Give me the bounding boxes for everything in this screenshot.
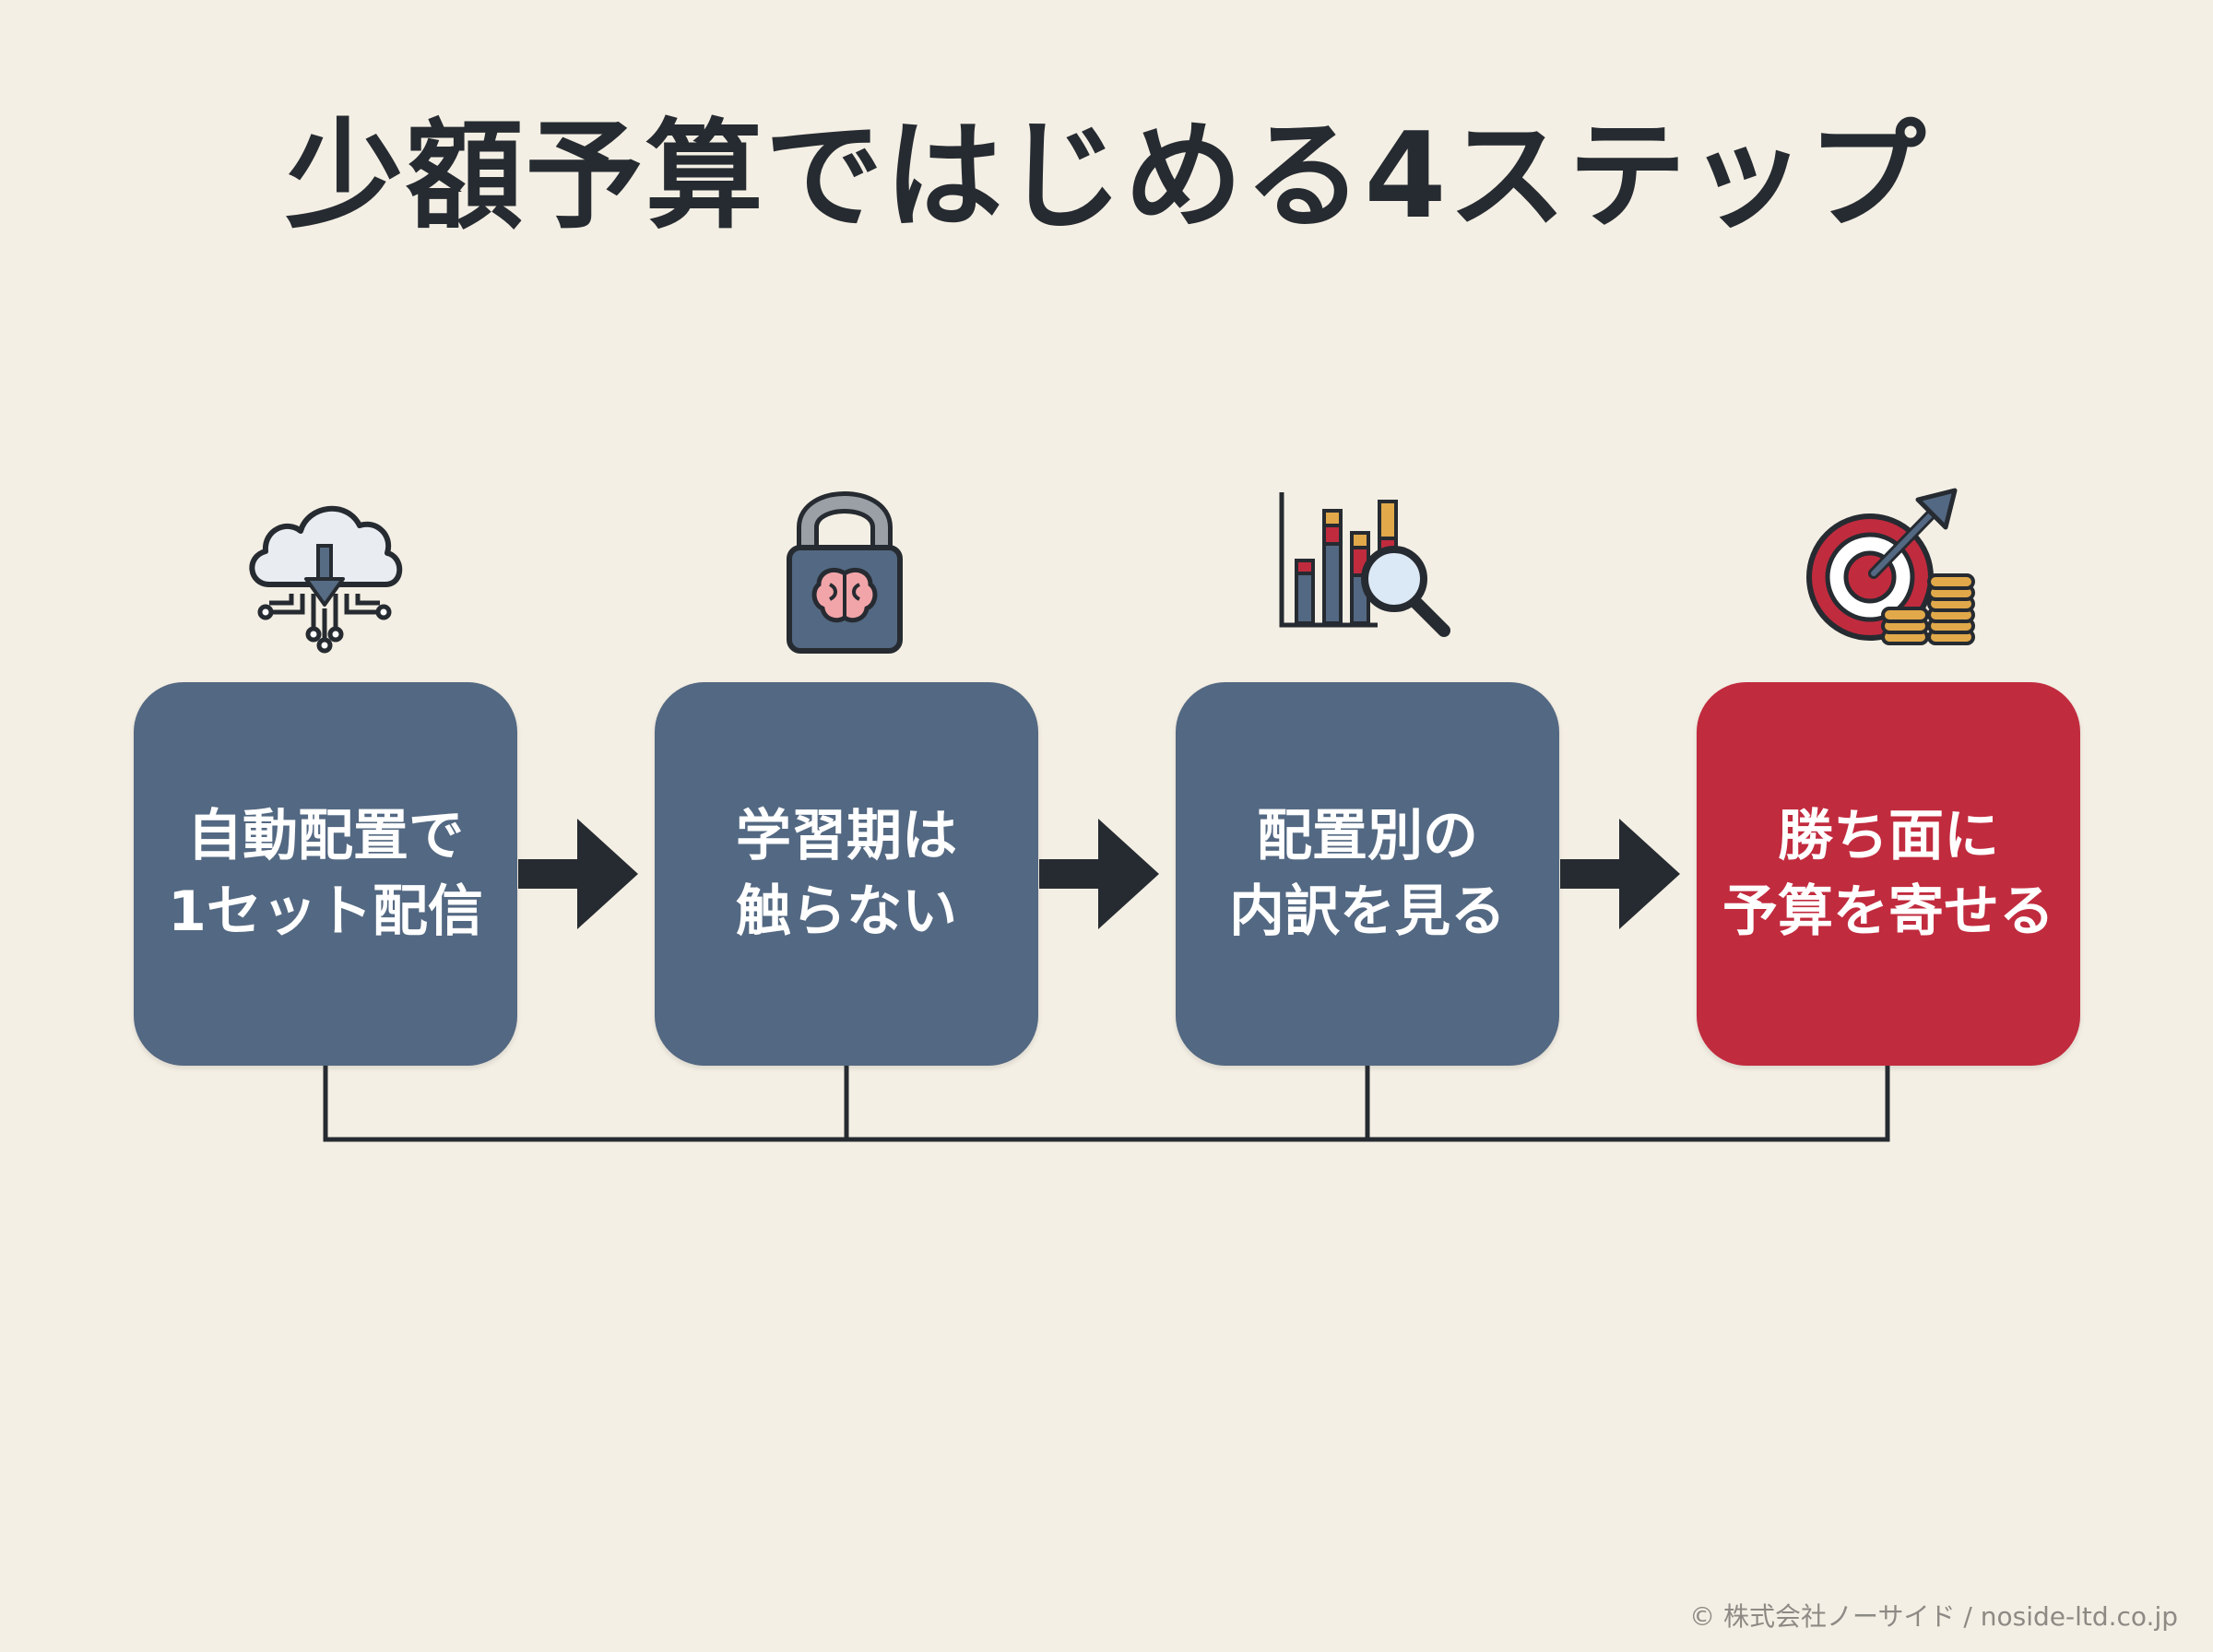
step-4-line1: 勝ち面に	[1778, 804, 1999, 868]
step-2-line1: 学習期は	[736, 804, 957, 868]
cloud-download-icon	[249, 505, 403, 654]
step-3-box: 配置別の 内訳を見る	[1176, 682, 1559, 1066]
step-1-line1: 自動配置で	[187, 804, 464, 868]
target-coins-icon	[1806, 488, 1975, 645]
step-1-box: 自動配置で 1セット配信	[134, 682, 517, 1066]
step-2-line2: 触らない	[736, 879, 957, 944]
arrow-right-icon	[1560, 819, 1680, 929]
step-4-box: 勝ち面に 予算を寄せる	[1697, 682, 2080, 1066]
arrow-right-icon	[1039, 819, 1159, 929]
connector-line	[323, 1066, 1890, 1142]
page-title: 少額予算ではじめる4ステップ	[285, 108, 1928, 245]
step-3-line2: 内訳を見る	[1229, 879, 1506, 944]
bar-chart-magnifier-icon	[1279, 492, 1450, 637]
step-2-box: 学習期は 触らない	[655, 682, 1038, 1066]
step-1-line2: 1セット配信	[168, 879, 483, 944]
copyright-footer: © 株式会社ノーサイド / noside-ltd.co.jp	[1689, 1601, 2178, 1632]
step-3-line1: 配置別の	[1257, 804, 1478, 868]
arrow-right-icon	[518, 819, 638, 929]
step-4-line2: 予算を寄せる	[1722, 879, 2054, 944]
brain-lock-icon	[787, 491, 903, 654]
